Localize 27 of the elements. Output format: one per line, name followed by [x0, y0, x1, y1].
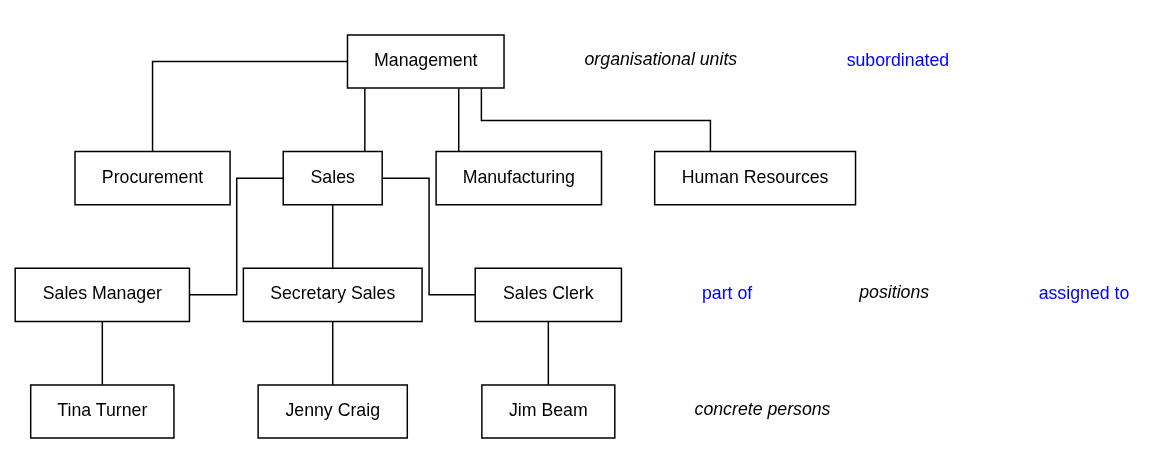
connector: [547, 321, 550, 386]
node-box: Human Resources: [653, 150, 857, 206]
connector: [332, 204, 334, 269]
label: organisational units: [584, 48, 738, 69]
connector: [101, 321, 104, 386]
connector: [458, 87, 460, 152]
connector: [381, 177, 476, 296]
label: subordinated: [846, 50, 950, 71]
connector: [188, 177, 284, 296]
label: assigned to: [1038, 283, 1130, 304]
connector: [151, 60, 349, 152]
node-box: Sales: [282, 150, 383, 206]
node-box: Secretary Sales: [242, 267, 423, 323]
node-box: Tina Turner: [29, 384, 175, 439]
connector: [364, 87, 366, 152]
node-box: Procurement: [74, 150, 231, 206]
connector: [480, 87, 712, 153]
label: concrete persons: [694, 398, 831, 419]
connector: [332, 321, 334, 386]
node-box: Management: [346, 34, 505, 89]
node-box: Jenny Craig: [257, 384, 409, 439]
node-box: Manufacturing: [435, 150, 603, 206]
node-box: Sales Clerk: [474, 267, 623, 323]
node-box: Jim Beam: [481, 384, 616, 439]
label: positions: [859, 281, 930, 302]
node-box: Sales Manager: [14, 267, 191, 323]
label: part of: [701, 283, 753, 304]
